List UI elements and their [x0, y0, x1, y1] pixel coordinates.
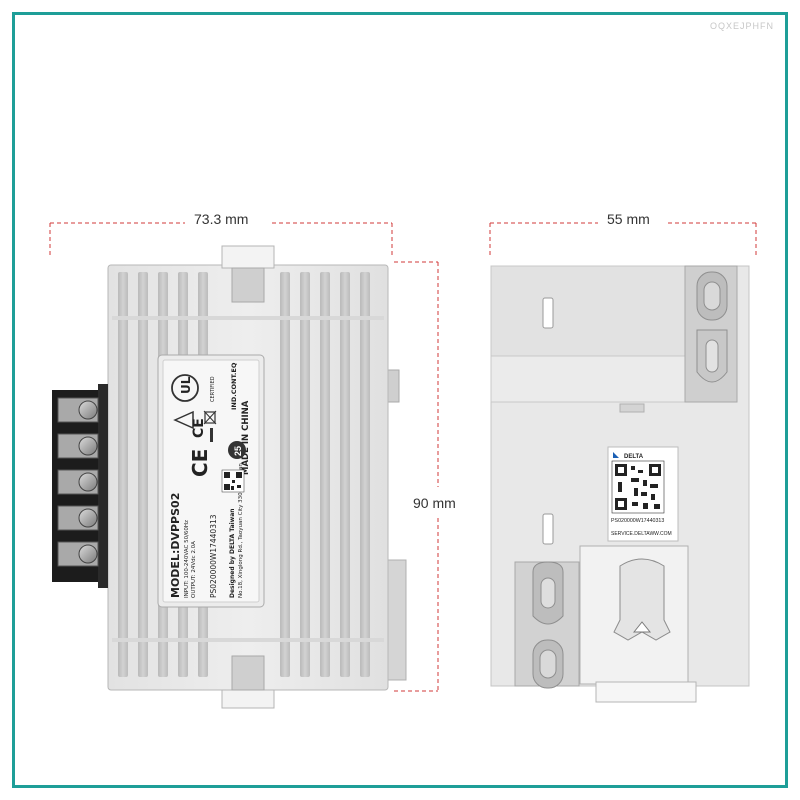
delta-logo-icon: [613, 452, 619, 458]
watermark: OQXEJPHFN: [709, 21, 774, 31]
ind-cont-eq-text: IND.CONT.EQ: [230, 362, 238, 410]
terminal-screws: [57, 397, 99, 567]
terminal-block-edge: [98, 384, 108, 588]
certified-text: CERTIFIED: [210, 376, 216, 402]
side-width-label: 55 mm: [603, 211, 654, 227]
output-text: OUTPUT: 24Vdc 2.0A: [191, 541, 197, 598]
weee-bin-icon: [204, 411, 216, 424]
rating-label-text: MODEL:DVPPS02 INPUT: 100-240VAC 50/60Hz …: [169, 463, 244, 598]
designed-by-text: Designed by DELTA Taiwan: [229, 508, 236, 598]
top-clip-window: [231, 267, 265, 303]
bottom-din-clip: [221, 689, 275, 709]
serial-text: PS020000W17440313: [209, 514, 218, 598]
side-slot-upper: [542, 297, 554, 329]
side-slot-lower: [542, 513, 554, 545]
side-label-brand: DELTA: [624, 454, 644, 460]
model-text: MODEL:DVPPS02: [169, 493, 182, 598]
terminal-screw-5: [57, 541, 99, 567]
ul-mark-icon: [171, 374, 199, 402]
dimension-lines: [49, 222, 757, 692]
input-text: INPUT: 100-240VAC 50/60Hz: [184, 520, 190, 598]
bottom-clip-window: [231, 655, 265, 691]
terminal-screw-1: [57, 397, 99, 423]
ce-mark-small: CE: [191, 418, 207, 438]
front-width-label: 73.3 mm: [190, 211, 253, 227]
terminal-screw-2: [57, 433, 99, 459]
image-frame: [12, 12, 788, 788]
bar-mark-icon: [210, 428, 213, 442]
side-view: DELTA PS020000W17440313 SERVICE.DELTAWW.…: [490, 265, 750, 703]
terminal-screw-3: [57, 469, 99, 495]
recycle-number: 25: [233, 446, 243, 456]
din-clip-spring: [613, 558, 671, 641]
side-label-serial: PS020000W17440313: [611, 518, 664, 524]
ce-mark-large: CE: [188, 449, 212, 477]
certified-text-group: CERTIFIED: [210, 376, 216, 402]
triangle-cert-icon: [173, 410, 194, 430]
label-qr-code-icon: [221, 469, 245, 493]
height-label: 90 mm: [409, 495, 460, 511]
side-top-recess: [490, 265, 686, 357]
terminal-screw-4: [57, 505, 99, 531]
top-din-clip: [221, 245, 275, 269]
recycle-badge-icon: [228, 441, 246, 459]
side-qr-code-icon: [611, 460, 665, 514]
side-label-service: SERVICE.DELTAWW.COM: [611, 531, 672, 537]
made-in-text: MADE IN CHINA: [241, 400, 251, 475]
din-clip-tab: [595, 681, 697, 703]
rating-label: [162, 359, 260, 603]
ind-cont-text-group: IND.CONT.EQ: [230, 362, 238, 410]
side-notch: [619, 403, 645, 413]
front-view: MODEL:DVPPS02 INPUT: 100-240VAC 50/60Hz …: [52, 245, 407, 709]
made-in-text-group: MADE IN CHINA: [241, 400, 251, 475]
vent-crossbars: [112, 316, 384, 642]
ul-mark-letters: UL: [179, 376, 193, 394]
address-text: No.18, Xinglong Rd., Taoyuan City 33068,…: [238, 463, 244, 598]
